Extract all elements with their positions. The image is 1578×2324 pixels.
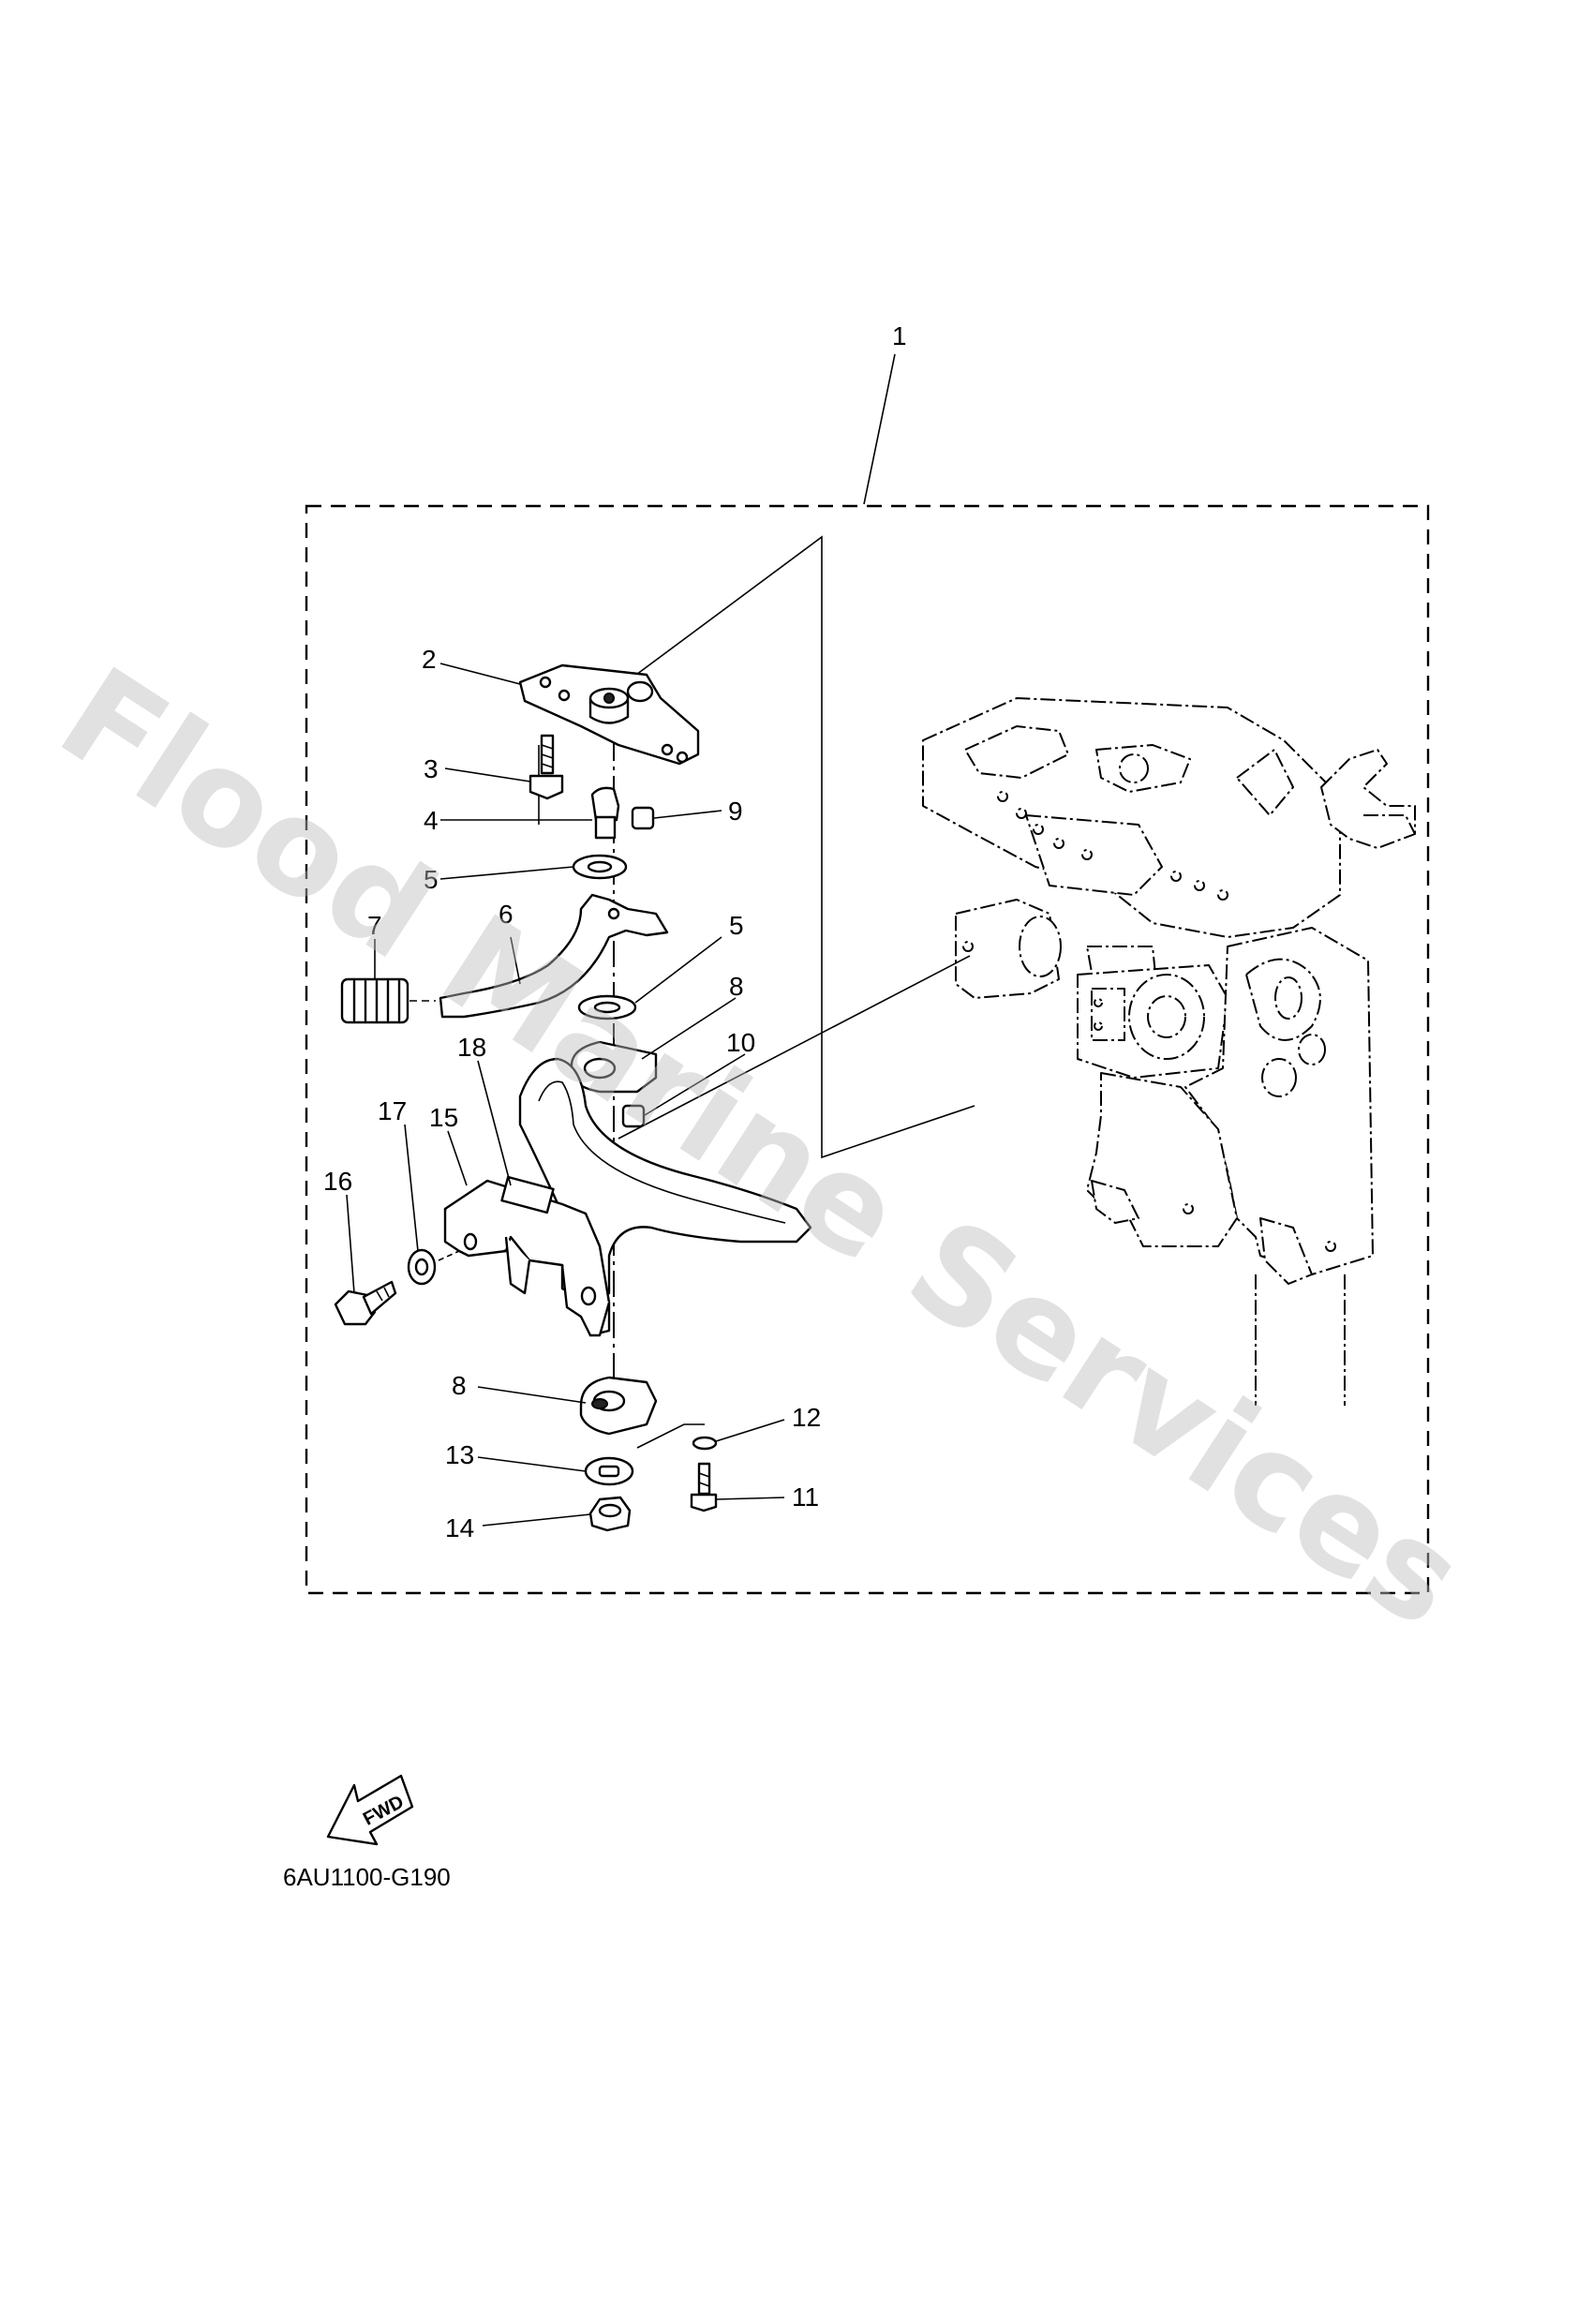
- part-8-bushing-lower: [579, 1376, 658, 1436]
- callout-5-top: 5: [424, 865, 439, 894]
- kit-boundary: [305, 504, 1430, 1595]
- callout-18: 18: [457, 1033, 486, 1062]
- callout-2: 2: [422, 645, 437, 674]
- callout-8-lower: 8: [452, 1371, 467, 1400]
- callout-13: 13: [445, 1440, 474, 1469]
- callout-6: 6: [499, 900, 514, 929]
- part-10-collar: [621, 1104, 646, 1128]
- callout-3: 3: [424, 754, 439, 783]
- part-11-screw: [690, 1462, 718, 1512]
- callout-16: 16: [323, 1167, 352, 1196]
- callout-7: 7: [367, 911, 382, 940]
- part-4-pin: [590, 786, 620, 840]
- callout-14: 14: [445, 1513, 474, 1542]
- callout-numbers: 1 2 3 4 5 6 7 5 8 9 10 18 15 17 16 8 12 …: [323, 321, 907, 1542]
- part-5-washer-lower: [577, 994, 637, 1020]
- part-2-mounting-plate: [518, 663, 700, 766]
- callout-17: 17: [378, 1096, 407, 1125]
- part-12-washer: [692, 1436, 718, 1451]
- callout-15: 15: [429, 1103, 458, 1132]
- part-9-collar: [631, 806, 655, 830]
- callout-12: 12: [792, 1403, 821, 1432]
- callout-leaders: [346, 353, 896, 1527]
- part-3-bolt: [528, 734, 564, 800]
- diagram-code: 6AU1100-G190: [283, 1863, 451, 1891]
- part-17-washer: [407, 1248, 460, 1286]
- part-5-washer-top: [572, 854, 628, 880]
- engine-bracket-phantom: [922, 697, 1416, 1406]
- callout-9: 9: [728, 797, 743, 826]
- part-16-bolt: [334, 1280, 397, 1326]
- part-15-bracket: [443, 1175, 611, 1337]
- callout-11: 11: [792, 1482, 819, 1512]
- fwd-arrow-icon: FWD: [326, 1774, 414, 1846]
- part-13-plate-washer: [584, 1456, 634, 1486]
- part-8-bushing-upper: [570, 1040, 658, 1094]
- callout-10: 10: [726, 1028, 755, 1057]
- callout-5-lower: 5: [729, 911, 744, 940]
- part-6-lever: [439, 893, 669, 1019]
- part-14-nut: [588, 1496, 632, 1532]
- callout-8-upper: 8: [729, 972, 744, 1001]
- callout-4: 4: [424, 806, 439, 835]
- callout-1: 1: [892, 321, 907, 350]
